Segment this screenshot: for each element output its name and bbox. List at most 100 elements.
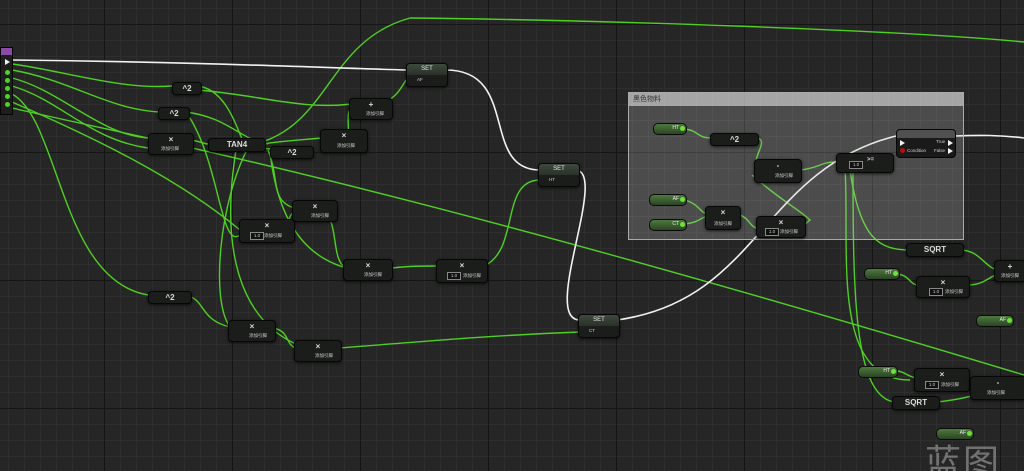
add-pin-button[interactable]: 添加引脚 [337,143,355,148]
node-label: × [249,322,255,331]
multiply-node[interactable]: × 添加引脚 [343,259,393,281]
variable-label: CT [672,221,679,227]
node-label: ^2 [287,148,297,157]
power-node[interactable]: ^2 [270,146,314,159]
get-ht-variable[interactable]: HT [864,268,900,280]
variable-label: HT [883,368,890,374]
node-label: × [315,342,321,351]
power-node[interactable]: ^2 [148,291,192,304]
variable-label: AF [672,196,679,202]
power-node[interactable]: ^2 [158,107,190,120]
float-out-pin[interactable] [5,102,10,107]
add-node[interactable]: + 添加引脚 [349,98,393,120]
compare-node[interactable]: >= 1.0 [836,153,894,173]
float-out-pin[interactable] [680,222,685,227]
literal-input[interactable]: 1.0 [765,228,779,236]
float-out-pin[interactable] [893,271,898,276]
multiply-node[interactable]: × 添加引脚 [292,200,338,222]
add-pin-button[interactable]: 添加引脚 [941,382,959,387]
multiply-node[interactable]: × 添加引脚 [148,133,194,155]
exec-in-pin[interactable] [900,140,905,146]
exec-wire [953,134,1024,139]
node-label: × [459,261,465,270]
multiply-node[interactable]: × 添加引脚 [228,320,276,342]
literal-input[interactable]: 1.0 [925,381,939,389]
float-out-pin[interactable] [5,86,10,91]
float-out-pin[interactable] [5,78,10,83]
add-pin-button[interactable]: 添加引脚 [264,233,282,238]
wire [11,69,161,113]
literal-input[interactable]: 1.0 [929,288,943,296]
multiply-node[interactable]: × 1.0 添加引脚 [916,276,970,298]
add-pin-button[interactable]: 添加引脚 [311,213,329,218]
node-header: SET [539,164,579,175]
subtract-node[interactable]: - 添加引脚 [754,159,802,183]
true-exec-pin[interactable] [948,140,953,146]
branch-node[interactable]: Condition True False [896,129,956,158]
float-out-pin[interactable] [680,197,685,202]
tan-node[interactable]: TAN4 [208,138,266,152]
get-af-variable[interactable]: AF [976,315,1014,327]
set-ht-node[interactable]: SET HT [538,163,580,187]
get-af-variable[interactable]: AF [936,428,974,440]
wire [684,216,706,225]
add-pin-button[interactable]: 添加引脚 [463,273,481,278]
add-pin-button[interactable]: 添加引脚 [366,111,384,116]
add-pin-button[interactable]: 添加引脚 [714,221,732,226]
multiply-node[interactable]: × 添加引脚 [705,206,741,230]
add-pin-button[interactable]: 添加引脚 [775,173,793,178]
add-pin-button[interactable]: 添加引脚 [1001,273,1019,278]
multiply-node[interactable]: × 添加引脚 [294,340,342,362]
power-node[interactable]: ^2 [172,82,202,95]
add-pin-button[interactable]: 添加引脚 [987,390,1005,395]
float-out-pin[interactable] [680,126,685,131]
literal-input[interactable]: 1.0 [849,161,863,169]
condition-pin[interactable] [900,148,905,153]
wire [11,85,149,149]
add-pin-button[interactable]: 添加引脚 [315,353,333,358]
false-label: False [934,148,946,153]
wire [261,17,411,143]
literal-input[interactable]: 1.0 [250,232,264,240]
add-node[interactable]: + 添加引脚 [994,260,1024,282]
get-ht-variable[interactable]: HT [858,366,898,378]
multiply-node[interactable]: × 1.0 添加引脚 [914,368,970,392]
add-pin-button[interactable]: 添加引脚 [249,333,267,338]
node-label: ^2 [182,84,192,93]
literal-input[interactable]: 1.0 [447,272,461,280]
add-pin-button[interactable]: 添加引脚 [945,289,963,294]
add-pin-button[interactable]: 添加引脚 [364,272,382,277]
float-out-pin[interactable] [967,431,972,436]
float-out-pin[interactable] [5,70,10,75]
get-ht-variable[interactable]: HT [653,123,687,135]
exec-wire [445,69,541,171]
set-af-node[interactable]: SET AF [406,63,448,87]
wire [218,147,249,328]
sqrt-node[interactable]: SQRT [906,243,964,257]
wire [261,137,323,145]
set-ct-node[interactable]: SET CT [578,314,620,338]
wire [483,179,541,267]
get-af-variable[interactable]: AF [649,194,687,206]
multiply-node[interactable]: × 1.0 添加引脚 [756,216,806,238]
add-pin-button[interactable]: 添加引脚 [780,229,798,234]
float-out-pin[interactable] [891,369,896,374]
float-out-pin[interactable] [5,94,10,99]
function-entry-node[interactable] [0,47,13,115]
subtract-node[interactable]: - 添加引脚 [970,376,1024,400]
sqrt-node[interactable]: SQRT [892,396,940,410]
multiply-node[interactable]: × 添加引脚 [320,129,368,153]
add-pin-button[interactable]: 添加引脚 [161,146,179,151]
float-out-pin[interactable] [1007,318,1012,323]
node-label: × [720,208,726,217]
power-node[interactable]: ^2 [710,133,759,146]
variable-label: HT [672,125,679,131]
multiply-node[interactable]: × 1.0 添加引脚 [239,219,295,243]
false-exec-pin[interactable] [948,148,953,154]
node-label: ^2 [165,293,175,302]
multiply-node[interactable]: × 1.0 添加引脚 [436,259,488,283]
get-ct-variable[interactable]: CT [649,219,687,231]
comment-title[interactable]: 黑色物料 [629,93,963,106]
exec-out-pin[interactable] [5,59,10,65]
